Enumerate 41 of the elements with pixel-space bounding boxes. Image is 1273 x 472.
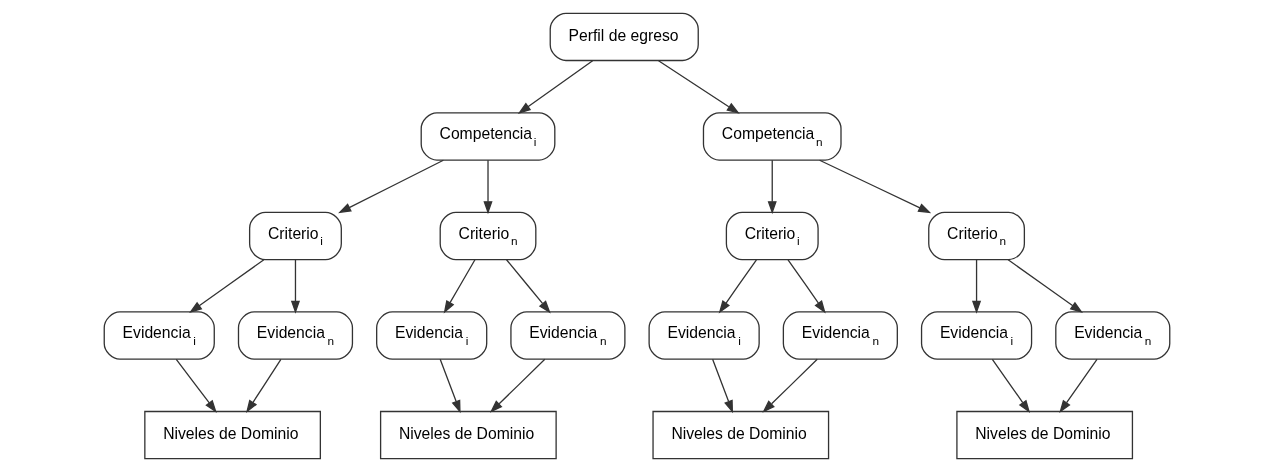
node-box: Criterio$_{i}$ bbox=[725, 211, 819, 261]
arrow bbox=[505, 259, 551, 314]
node-box: Competencia$_{n}$ bbox=[702, 112, 842, 161]
node-box: Evidencia$_{i}$ bbox=[375, 311, 487, 360]
arrow bbox=[517, 60, 593, 114]
arrow bbox=[188, 259, 265, 314]
arrow bbox=[718, 259, 757, 314]
node-box: Criterio$_{i}$ bbox=[248, 211, 342, 261]
node-box: Niveles de Dominio bbox=[651, 410, 829, 460]
node-box: Niveles de Dominio bbox=[143, 410, 321, 460]
node-box: Perfil de egreso bbox=[549, 12, 699, 62]
node-box: Evidencia$_{i}$ bbox=[920, 311, 1032, 360]
arrow bbox=[1007, 259, 1083, 314]
node-box: Evidencia$_{n}$ bbox=[509, 311, 626, 360]
node-box: Competencia$_{i}$ bbox=[420, 112, 555, 161]
node-box: Evidencia$_{i}$ bbox=[103, 311, 215, 360]
node-box: Niveles de Dominio bbox=[955, 410, 1133, 460]
node-box: Evidencia$_{i}$ bbox=[647, 311, 760, 360]
arrow bbox=[175, 358, 217, 413]
node-box: Evidencia$_{n}$ bbox=[237, 311, 353, 360]
arrow bbox=[337, 159, 444, 214]
node-box: Niveles de Dominio bbox=[379, 410, 557, 460]
arrow bbox=[761, 358, 818, 413]
arrow bbox=[657, 60, 740, 114]
arrow bbox=[991, 358, 1030, 414]
arrow bbox=[439, 358, 461, 414]
node-box: Criterio$_{n}$ bbox=[439, 211, 536, 261]
arrow bbox=[290, 259, 300, 314]
arrow bbox=[711, 358, 733, 414]
arrow bbox=[489, 358, 545, 413]
arrow bbox=[482, 159, 493, 215]
arrow bbox=[818, 159, 931, 214]
arrow bbox=[245, 358, 282, 414]
node-box: Criterio$_{n}$ bbox=[927, 211, 1025, 261]
node-box: Evidencia$_{n}$ bbox=[1054, 311, 1170, 360]
arrow bbox=[786, 259, 826, 314]
node-box: Evidencia$_{n}$ bbox=[782, 311, 898, 360]
arrow bbox=[1058, 358, 1098, 414]
arrow bbox=[443, 259, 476, 314]
arrow bbox=[971, 259, 981, 314]
arrow bbox=[767, 159, 777, 215]
